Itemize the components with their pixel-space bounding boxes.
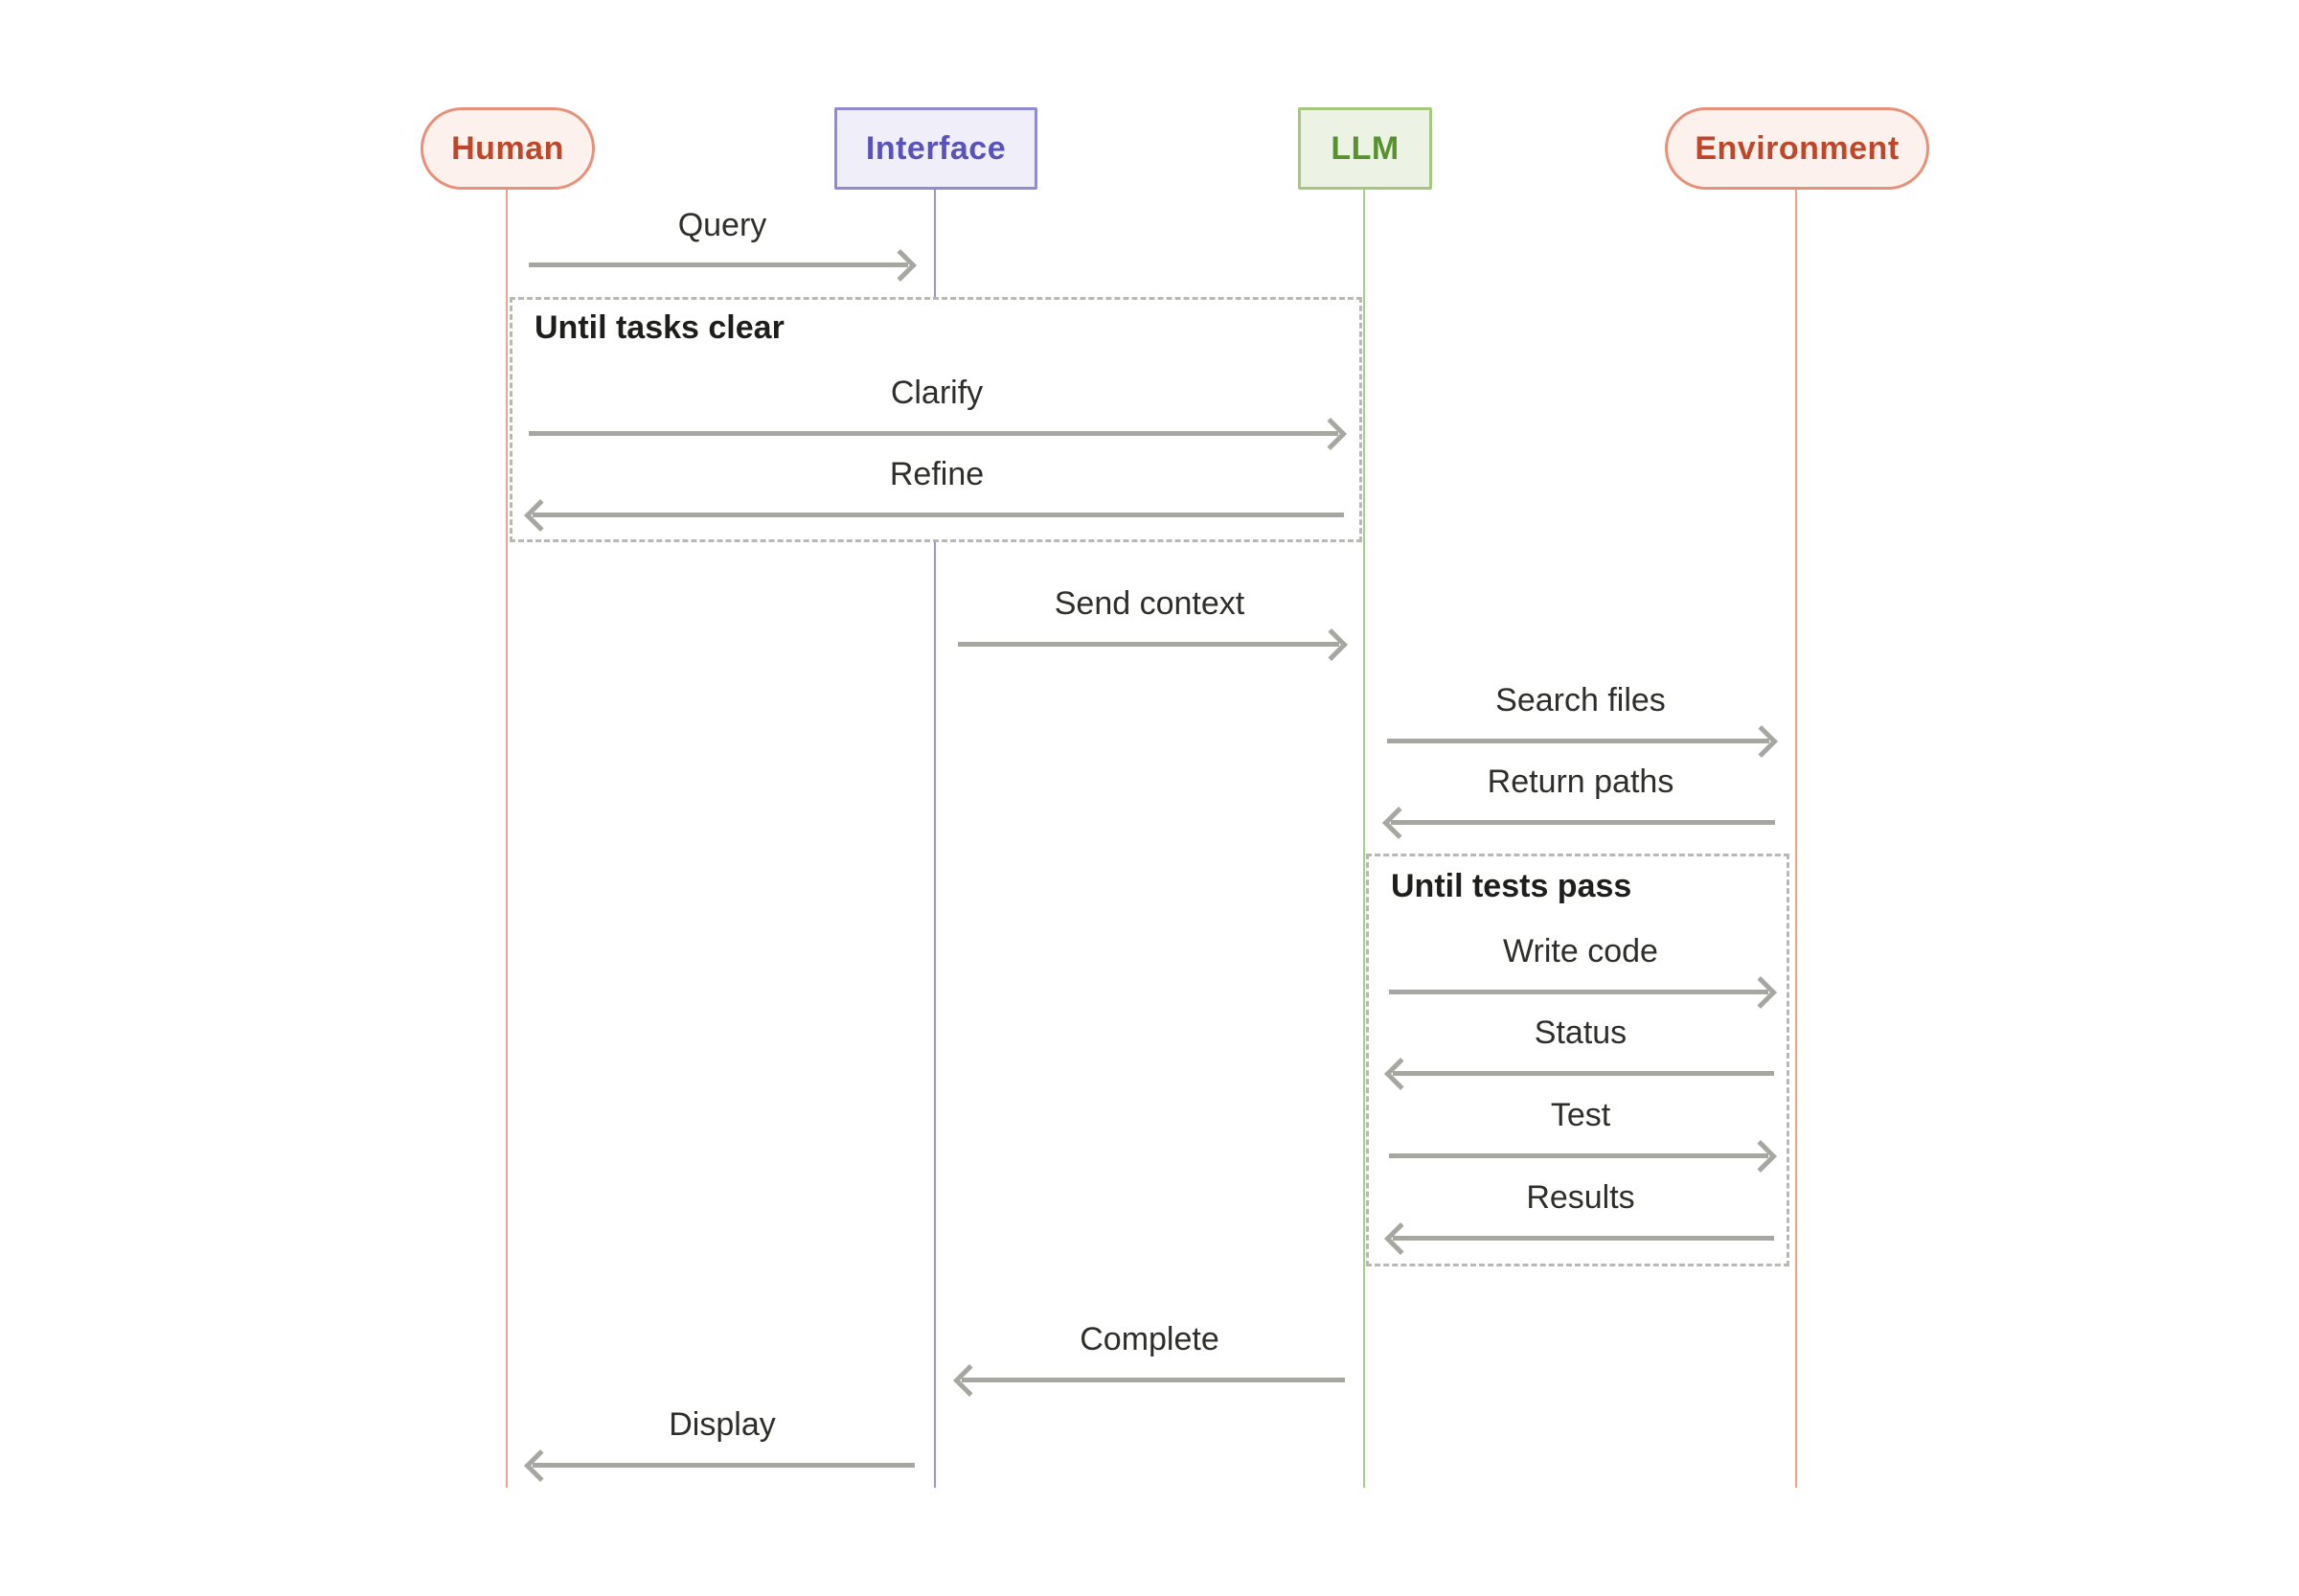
message-label-query: Query xyxy=(677,207,767,243)
arrow-display xyxy=(533,1463,915,1468)
message-label-clarify: Clarify xyxy=(890,375,984,411)
lifeline-environment xyxy=(1795,190,1797,1488)
loop-title-until-tasks-clear: Until tasks clear xyxy=(535,309,785,346)
message-label-display: Display xyxy=(669,1406,776,1443)
actor-interface: Interface xyxy=(834,107,1037,190)
arrow-clarify xyxy=(529,431,1338,436)
lifeline-llm xyxy=(1363,190,1365,1488)
arrow-complete xyxy=(962,1378,1345,1382)
actor-environment: Environment xyxy=(1665,107,1929,190)
arrow-return-paths xyxy=(1391,820,1775,825)
loop-box-until-tasks-clear xyxy=(510,297,1362,542)
loop-box-until-tests-pass xyxy=(1366,854,1789,1266)
message-label-refine: Refine xyxy=(889,456,985,492)
message-label-complete: Complete xyxy=(1080,1321,1219,1357)
lifeline-interface xyxy=(934,190,936,1488)
arrow-results xyxy=(1393,1236,1774,1241)
arrow-status xyxy=(1393,1071,1774,1076)
message-label-send-context: Send context xyxy=(1054,585,1245,622)
actor-human: Human xyxy=(421,107,595,190)
message-label-status: Status xyxy=(1534,1015,1628,1051)
message-label-test: Test xyxy=(1550,1097,1611,1133)
message-label-search-files: Search files xyxy=(1495,682,1666,718)
actor-llm: LLM xyxy=(1298,107,1432,190)
arrow-search-files xyxy=(1387,739,1769,743)
message-label-results: Results xyxy=(1526,1179,1635,1216)
loop-title-until-tests-pass: Until tests pass xyxy=(1391,868,1632,904)
arrow-write-code xyxy=(1389,990,1768,994)
arrow-send-context xyxy=(958,642,1339,647)
arrow-query xyxy=(529,262,908,267)
message-label-write-code: Write code xyxy=(1503,933,1658,969)
lifeline-human xyxy=(506,190,508,1488)
arrow-test xyxy=(1389,1153,1768,1158)
arrow-refine xyxy=(533,513,1344,517)
message-label-return-paths: Return paths xyxy=(1487,764,1674,800)
